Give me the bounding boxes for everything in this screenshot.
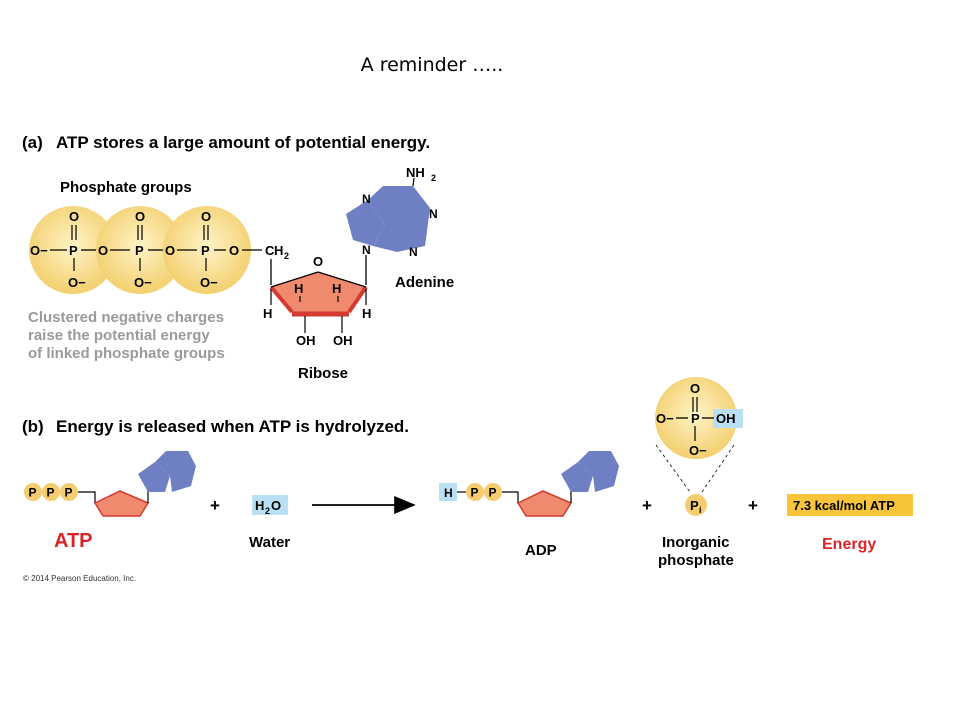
energy-box [787, 494, 913, 516]
inorganic-phosphate-label-2: phosphate [658, 552, 734, 569]
atp-adenine-hexagon [155, 451, 196, 492]
atp-p-tag-3: P [65, 486, 73, 500]
ribose-ring: O H H H H OH OH [263, 254, 371, 348]
phosphate-circle-3 [163, 206, 251, 294]
ribose-oh-left: OH [296, 333, 316, 348]
panel-a: (a) ATP stores a large amount of potenti… [22, 133, 454, 382]
water-formula-h: H [255, 498, 264, 513]
pi-oh: OH [716, 411, 736, 426]
adp-adenine-pentagon [561, 462, 593, 492]
adenine-n-1: N [362, 192, 371, 206]
ribose-h-upper-right: H [332, 281, 341, 296]
atom-o-bridge-1: O [98, 243, 108, 258]
atom-o-minus-bottom-1: O− [68, 275, 86, 290]
atom-o-bridge-2: O [165, 243, 175, 258]
water-formula-sub: 2 [265, 506, 270, 516]
atp-ribose-shape [93, 490, 150, 517]
charges-note-line-3: of linked phosphate groups [28, 345, 225, 362]
water-formula: H 2 O [255, 498, 281, 516]
atom-o-bridge-3: O [229, 243, 239, 258]
atp-label: ATP [54, 530, 93, 552]
slide-title: A reminder ….. [360, 54, 504, 76]
pi-symbol-sub: i [699, 505, 702, 515]
copyright-notice: © 2014 Pearson Education, Inc. [23, 574, 136, 583]
phosphate-detail-circle [655, 377, 737, 459]
panel-b-letter: (b) [22, 417, 44, 436]
pi-o-top: O [690, 381, 700, 396]
adenine-n-2: N [362, 243, 371, 257]
atom-o-top-1: O [69, 209, 79, 224]
atom-p-2: P [135, 243, 144, 258]
adenine-n-3: N [429, 207, 438, 221]
charges-note: Clustered negative charges raise the pot… [28, 309, 225, 362]
panel-b-heading: Energy is released when ATP is hydrolyze… [56, 417, 409, 436]
water-formula-highlight [252, 495, 288, 515]
atom-p-3: P [201, 243, 210, 258]
ribose-oh-right: OH [333, 333, 353, 348]
ribose-pentagon [271, 272, 366, 312]
atp-adenine-pentagon [138, 462, 170, 492]
water-formula-o: O [271, 498, 281, 513]
pi-p-center: P [691, 411, 700, 426]
ribose-h-left: H [263, 306, 272, 321]
adenine-base: N N N N NH 2 [346, 165, 438, 285]
adp-ribose-shape [516, 490, 573, 517]
atom-ch2-h: H [274, 243, 283, 258]
plus-sign-3: + [748, 496, 758, 515]
adenine-n-4: N [409, 245, 418, 259]
phosphate-circle-1 [29, 206, 117, 294]
plus-sign-1: + [210, 496, 220, 515]
pi-symbol-p: P [690, 498, 699, 513]
adenine-hexagon [368, 186, 430, 252]
plus-sign-2: + [642, 496, 652, 515]
ribose-ring-oxygen: O [313, 254, 323, 269]
phosphate-chain: O− P O O− O P O O− O P O [30, 209, 289, 290]
phosphate-circles [29, 206, 251, 294]
adp-molecule: H P P [439, 451, 619, 517]
pi-o-minus-bottom: O− [689, 443, 707, 458]
energy-value: 7.3 kcal/mol ATP [793, 498, 895, 513]
ribose-h-right: H [362, 306, 371, 321]
adp-h-tag: H [444, 486, 453, 500]
adp-p-tag-1: P [471, 486, 479, 500]
atom-o-minus-bottom-3: O− [200, 275, 218, 290]
panel-a-heading: ATP stores a large amount of potential e… [56, 133, 430, 152]
panel-b: (b) Energy is released when ATP is hydro… [22, 377, 913, 569]
atom-ch2-sub: 2 [284, 251, 289, 261]
adenine-nh2-sub: 2 [431, 173, 436, 183]
atom-ch2-c: C [265, 243, 275, 258]
water-label: Water [249, 534, 290, 551]
ribose-h-upper-left: H [294, 281, 303, 296]
charges-note-line-2: raise the potential energy [28, 327, 210, 344]
oh-highlight [713, 409, 743, 428]
atp-p-tag-2: P [47, 486, 55, 500]
atp-molecule: P P P [24, 451, 196, 517]
phosphate-groups-label: Phosphate groups [60, 179, 192, 196]
charges-note-line-1: Clustered negative charges [28, 309, 224, 326]
atom-o-minus-bottom-2: O− [134, 275, 152, 290]
atom-o-top-3: O [201, 209, 211, 224]
adenine-nh2-label: NH [406, 165, 425, 180]
adp-label: ADP [525, 542, 557, 559]
panel-a-letter: (a) [22, 133, 43, 152]
ribose-label: Ribose [298, 365, 348, 382]
adenine-pentagon [346, 200, 385, 246]
phosphate-circle-2 [96, 206, 184, 294]
inorganic-phosphate: O O− P OH O− P i [655, 377, 743, 516]
adp-adenine-hexagon [578, 451, 619, 492]
atom-o-minus-left: O− [30, 243, 48, 258]
adp-p-tag-2: P [489, 486, 497, 500]
energy-label: Energy [822, 536, 876, 553]
atp-p-tag-1: P [29, 486, 37, 500]
inorganic-phosphate-label-1: Inorganic [662, 534, 730, 551]
atom-p-1: P [69, 243, 78, 258]
pi-o-minus-left: O− [656, 411, 674, 426]
atom-o-top-2: O [135, 209, 145, 224]
adenine-label: Adenine [395, 274, 454, 291]
